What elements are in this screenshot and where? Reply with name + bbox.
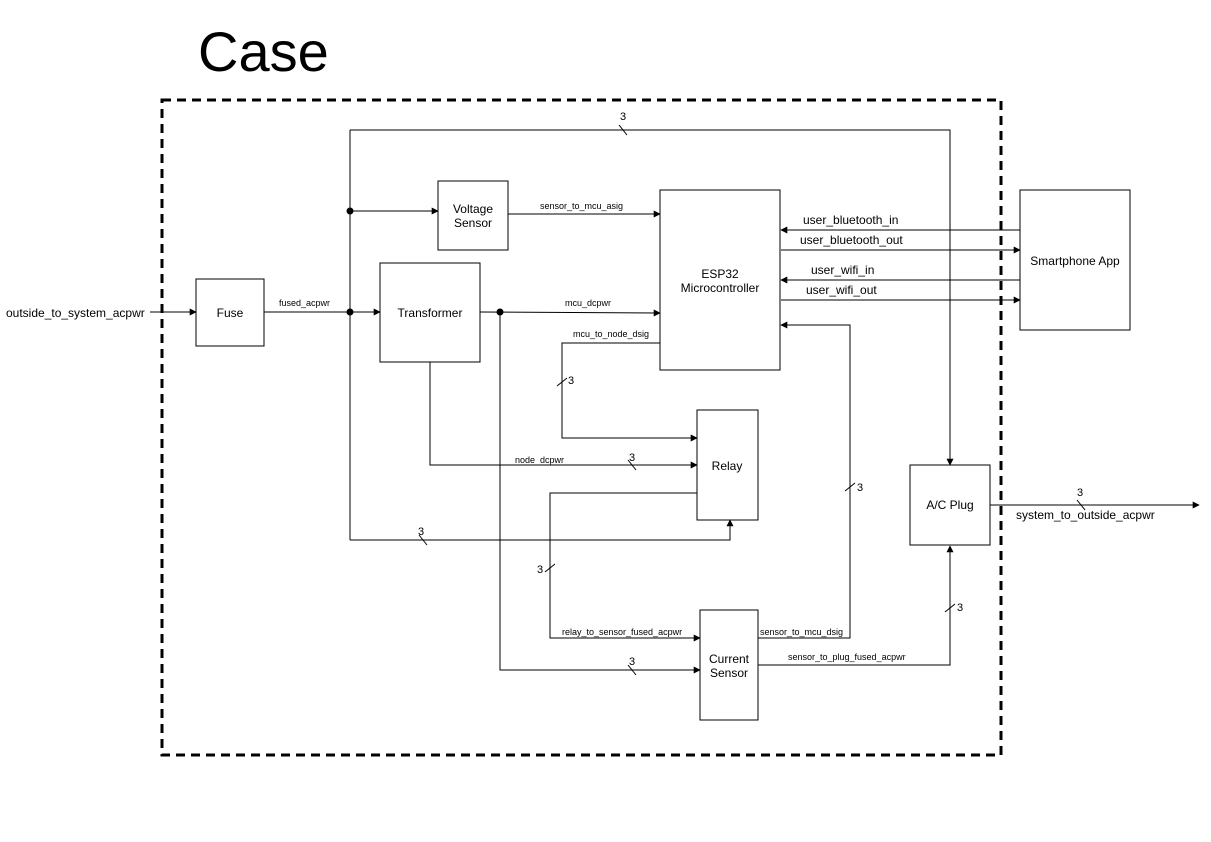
block-fuse[interactable]: Fuse [195, 278, 265, 347]
wire-mcu-dcpwr [479, 309, 661, 317]
signal-label-node-dcpwr: node_dcpwr [515, 455, 564, 465]
wires [150, 129, 1200, 674]
bus-width-label: 3 [568, 375, 574, 387]
bus-width-label: 3 [620, 111, 626, 123]
signal-label-sensor-to-plug-fused-acpwr: sensor_to_plug_fused_acpwr [788, 652, 906, 662]
signal-label-user-wifi-out: user_wifi_out [806, 283, 877, 297]
signal-label-user-bluetooth-in: user_bluetooth_in [803, 213, 898, 227]
block-current-sensor[interactable]: Current Sensor [699, 609, 759, 721]
wire-relay-to-sensor [549, 492, 701, 642]
bus-ticks [418, 124, 1086, 676]
block-voltage-sensor-label-line2: Sensor [454, 216, 492, 230]
junctions [346, 207, 504, 316]
block-esp32-label-line1: ESP32 [701, 267, 739, 281]
junction-dot [346, 207, 354, 215]
block-transformer[interactable]: Transformer [379, 262, 481, 363]
bus-width-label: 3 [629, 452, 635, 464]
signal-label-mcu-to-node-dsig: mcu_to_node_dsig [573, 329, 649, 339]
bus-width-labels: 3 3 3 3 3 3 3 3 3 [418, 111, 1083, 668]
bus-width-label: 3 [957, 602, 963, 614]
wire-mcu-to-node-dsig [561, 342, 698, 442]
bus-tick [544, 563, 556, 573]
signal-labels: outside_to_system_acpwr fused_acpwr sens… [6, 201, 1155, 662]
signal-label-outside-to-system-acpwr: outside_to_system_acpwr [6, 306, 145, 320]
signal-label-sensor-to-mcu-dsig: sensor_to_mcu_dsig [760, 627, 843, 637]
signal-label-mcu-dcpwr: mcu_dcpwr [565, 298, 611, 308]
junction-dot [346, 308, 354, 316]
wire-sensor-to-plug [758, 545, 954, 666]
block-ac-plug[interactable]: A/C Plug [909, 464, 991, 546]
block-current-sensor-label-line1: Current [709, 652, 750, 666]
bus-tick [1076, 499, 1086, 511]
block-relay-label: Relay [712, 459, 743, 473]
block-transformer-label: Transformer [398, 306, 463, 320]
wire-bus-to-relay [350, 519, 734, 541]
block-current-sensor-label-line2: Sensor [710, 666, 748, 680]
block-smartphone-app[interactable]: Smartphone App [1019, 189, 1131, 331]
bus-width-label: 3 [1077, 487, 1083, 499]
bus-tick [627, 664, 637, 676]
block-relay[interactable]: Relay [696, 409, 759, 521]
block-fuse-label: Fuse [217, 306, 244, 320]
case-boundary [160, 98, 1003, 757]
case-title: Case [198, 20, 329, 83]
block-voltage-sensor[interactable]: Voltage Sensor [437, 180, 509, 251]
block-voltage-sensor-label-line1: Voltage [453, 202, 493, 216]
wire-top-to-plug [350, 129, 954, 466]
bus-tick [418, 534, 428, 546]
block-esp32-label-line2: Microcontroller [681, 281, 760, 295]
bus-width-label: 3 [857, 482, 863, 494]
junction-dot [496, 308, 504, 316]
bus-width-label: 3 [629, 656, 635, 668]
block-ac-plug-label: A/C Plug [926, 498, 973, 512]
wire-sensor-to-mcu-dsig [758, 321, 851, 639]
bus-tick [618, 124, 628, 136]
block-smartphone-app-label: Smartphone App [1030, 254, 1120, 268]
bus-tick [944, 603, 956, 613]
signal-label-user-wifi-in: user_wifi_in [811, 263, 874, 277]
bus-width-label: 3 [537, 564, 543, 576]
signal-label-system-to-outside-acpwr: system_to_outside_acpwr [1016, 508, 1155, 522]
bus-tick [556, 377, 568, 387]
bus-tick [844, 482, 856, 492]
signal-label-relay-to-sensor-fused-acpwr: relay_to_sensor_fused_acpwr [562, 627, 682, 637]
wire-dcpwr-to-current-sensor [499, 312, 701, 674]
bus-tick [627, 459, 637, 471]
wire-node-dcpwr [429, 362, 698, 469]
block-esp32-microcontroller[interactable]: ESP32 Microcontroller [659, 189, 781, 371]
signal-label-sensor-to-mcu-asig: sensor_to_mcu_asig [540, 201, 623, 211]
signal-label-user-bluetooth-out: user_bluetooth_out [800, 233, 903, 247]
bus-width-label: 3 [418, 526, 424, 538]
signal-label-fused-acpwr: fused_acpwr [279, 298, 330, 308]
